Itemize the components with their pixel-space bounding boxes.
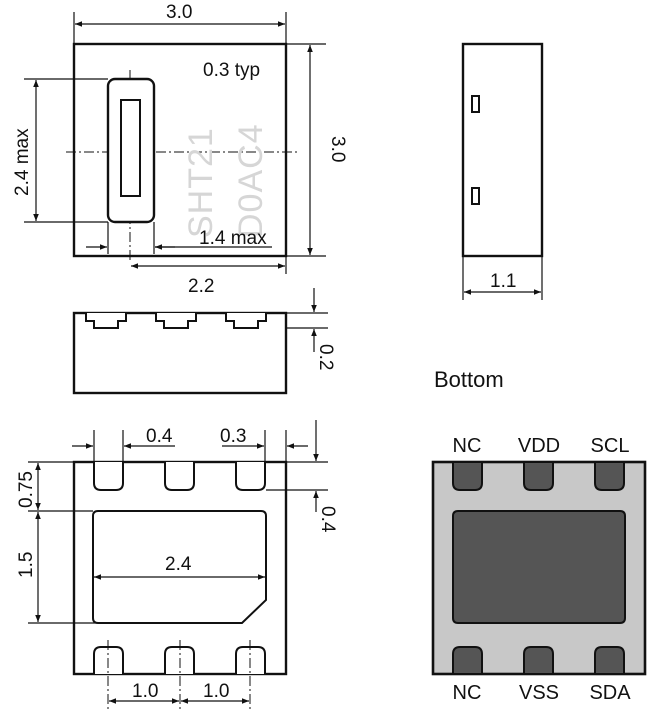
pitch-right-label: 1.0 [203, 681, 229, 702]
bottom-dim-pad [235, 462, 266, 491]
pin-label-bottom-1: NC [453, 682, 482, 704]
bottom-pinout-view: Bottom NC VDD SCL NC VSS SDA [431, 367, 647, 704]
opening-width-label: 1.4 max [199, 228, 267, 249]
pitch-left-label: 1.0 [132, 681, 158, 702]
marking-line-1: SHT21 [182, 127, 220, 238]
pad-width-label: 0.4 [146, 426, 173, 447]
front-pad-3 [225, 313, 267, 329]
top-height-label: 3.0 [327, 136, 348, 162]
bottom-dim-pad [93, 462, 124, 491]
pin-pad-sda [594, 646, 625, 675]
pad-edge-label: 0.3 [220, 426, 246, 447]
pin-pad-vss [523, 646, 554, 675]
thickness-label: 1.1 [490, 271, 516, 292]
typ-dimension-label: 0.3 typ [203, 60, 260, 81]
center-width-label: 2.4 [165, 554, 192, 575]
edge-offset-label: 0.75 [16, 471, 37, 508]
sensor-opening-inner [120, 99, 141, 197]
pitch-label: 2.2 [188, 276, 214, 297]
side-view-pad-bottom [471, 187, 480, 205]
pin-pad-nc-top [452, 461, 483, 491]
opening-height-label: 2.4 max [12, 128, 33, 196]
pin-pad-nc-bottom [452, 646, 483, 675]
bottom-view-center-pad [452, 510, 626, 624]
side-view-right: 1.1 [461, 42, 544, 300]
pin-label-bottom-2: VSS [519, 682, 559, 704]
pin-label-top-2: VDD [518, 435, 560, 457]
side-view-front: 0.2 [72, 288, 336, 395]
pad-height-label: 0.2 [315, 344, 336, 370]
pin-label-bottom-3: SDA [589, 682, 631, 704]
pin-label-top-3: SCL [591, 435, 630, 457]
side-view-right-outline [461, 42, 544, 258]
pin-pad-scl [594, 461, 625, 491]
bottom-dimension-view: 0.4 0.3 0.4 0.75 1.5 2.4 1.0 1.0 [16, 420, 338, 712]
center-height-label: 1.5 [16, 552, 37, 578]
bottom-view-title: Bottom [434, 367, 504, 392]
pin-pad-vdd [523, 461, 554, 491]
bottom-dim-pad [164, 462, 195, 491]
side-view-pad-top [471, 95, 480, 113]
top-view: SHT21 D0AC4 0.3 typ 3.0 3.0 2.4 max 1.4 … [12, 2, 348, 297]
pin-label-top-1: NC [453, 435, 482, 457]
front-pad-2 [155, 313, 197, 329]
bottom-dim-center-pad [92, 510, 267, 624]
front-pad-1 [85, 313, 127, 329]
marking-line-2: D0AC4 [232, 123, 270, 238]
pad-length-label: 0.4 [317, 506, 338, 533]
top-width-label: 3.0 [166, 2, 192, 23]
